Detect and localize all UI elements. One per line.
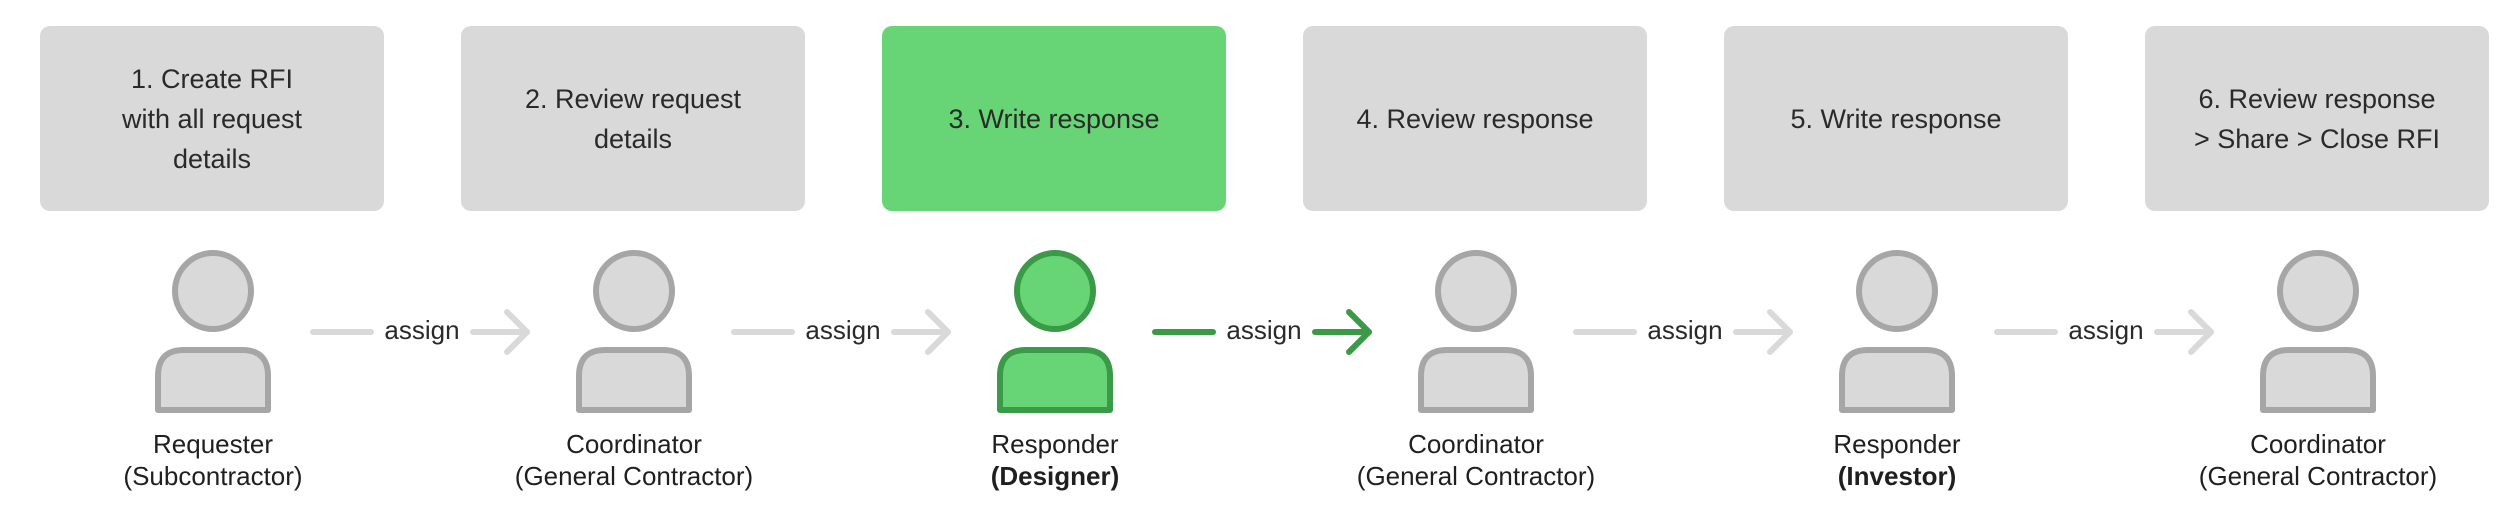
- role-org: (Subcontractor): [123, 461, 303, 491]
- person-icon: [549, 246, 719, 418]
- role-org: (General Contractor): [2198, 461, 2438, 491]
- assign-connector-5: assign: [1993, 300, 2219, 364]
- step-box-1: 1. Create RFI with all request details: [40, 26, 384, 211]
- step-box-3: 3. Write response: [882, 26, 1226, 211]
- assign-label: assign: [384, 315, 460, 345]
- role-name: Responder: [991, 429, 1119, 459]
- role-label-4: Coordinator (General Contractor): [1306, 428, 1646, 492]
- role-name: Coordinator: [2250, 429, 2386, 459]
- role-label-6: Coordinator (General Contractor): [2148, 428, 2488, 492]
- step-label: 3. Write response: [948, 103, 1160, 134]
- arrow-right-icon: [1994, 309, 2214, 355]
- assign-label: assign: [2068, 315, 2144, 345]
- assign-connector-1: assign: [309, 300, 535, 364]
- role-org: (General Contractor): [1356, 461, 1596, 491]
- person-icon: [1812, 246, 1982, 418]
- person-icon: [970, 246, 1140, 418]
- person-icon: [1391, 246, 1561, 418]
- role-name: Requester: [153, 429, 273, 459]
- step-label: 4. Review response: [1356, 103, 1594, 134]
- role-name: Responder: [1833, 429, 1961, 459]
- role-org: (Designer): [990, 461, 1120, 491]
- role-name: Coordinator: [566, 429, 702, 459]
- role-org: (General Contractor): [514, 461, 754, 491]
- assign-connector-4: assign: [1572, 300, 1798, 364]
- role-label-2: Coordinator (General Contractor): [464, 428, 804, 492]
- assign-connector-2: assign: [730, 300, 956, 364]
- assign-label: assign: [1226, 315, 1302, 345]
- assign-connector-3: assign: [1151, 300, 1377, 364]
- role-label-1: Requester (Subcontractor): [43, 428, 383, 492]
- person-icon: [128, 246, 298, 418]
- assign-label: assign: [805, 315, 881, 345]
- arrow-right-icon: [1573, 309, 1793, 355]
- role-org: (Investor): [1837, 461, 1957, 491]
- role-label-5: Responder (Investor): [1727, 428, 2067, 492]
- step-box-4: 4. Review response: [1303, 26, 1647, 211]
- step-box-6: 6. Review response > Share > Close RFI: [2145, 26, 2489, 211]
- step-label: 1. Create RFI with all request details: [121, 63, 303, 174]
- step-label: 2. Review request details: [524, 83, 742, 154]
- role-label-3: Responder (Designer): [885, 428, 1225, 492]
- arrow-right-icon: [310, 309, 530, 355]
- step-box-5: 5. Write response: [1724, 26, 2068, 211]
- assign-label: assign: [1647, 315, 1723, 345]
- step-label: 5. Write response: [1790, 103, 2002, 134]
- arrow-right-icon: [731, 309, 951, 355]
- role-name: Coordinator: [1408, 429, 1544, 459]
- person-icon: [2233, 246, 2403, 418]
- step-box-2: 2. Review request details: [461, 26, 805, 211]
- arrow-right-icon: [1152, 309, 1372, 355]
- step-label: 6. Review response > Share > Close RFI: [2193, 83, 2441, 154]
